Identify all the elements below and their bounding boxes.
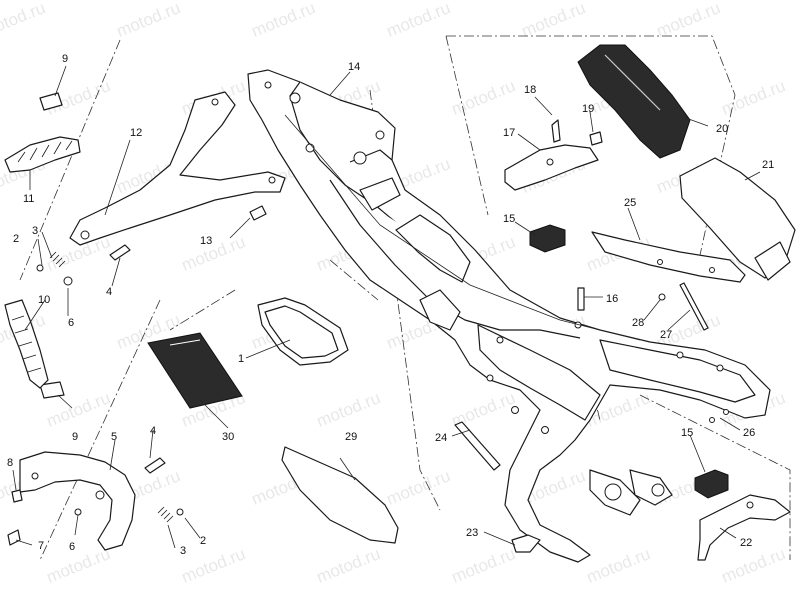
- callout-10: 10: [38, 294, 50, 306]
- callout-15: 15: [681, 427, 693, 439]
- warning-label: [147, 332, 243, 409]
- callout-19: 19: [582, 103, 594, 115]
- grommet-15-lower: [694, 469, 729, 499]
- callout-labels: 1 2 2 3 3 4 4 5 6 6 7 8 9 9 10 11 12 13 …: [7, 53, 774, 557]
- callout-7: 7: [38, 540, 44, 552]
- footpeg-lower: [4, 299, 49, 389]
- springs-pins-screws: [7, 205, 267, 546]
- callout-15: 15: [503, 213, 515, 225]
- bolts: [454, 282, 709, 553]
- leader-lines: [12, 65, 761, 549]
- callout-18: 18: [524, 84, 536, 96]
- footpeg-upper: [4, 136, 81, 173]
- footpeg-bracket-left: [69, 91, 286, 246]
- callout-6: 6: [69, 541, 75, 553]
- callout-17: 17: [503, 127, 515, 139]
- grommet-15-upper: [529, 224, 566, 253]
- callout-28: 28: [632, 317, 644, 329]
- callout-9: 9: [72, 431, 78, 443]
- callout-21: 21: [762, 159, 774, 171]
- callout-8: 8: [7, 457, 13, 469]
- callout-23: 23: [466, 527, 478, 539]
- callout-3: 3: [32, 225, 38, 237]
- cover-panel: [281, 446, 399, 544]
- callout-4: 4: [106, 286, 112, 298]
- plate-bracket: [591, 231, 746, 283]
- callout-2: 2: [200, 535, 206, 547]
- callout-4: 4: [150, 425, 156, 437]
- callout-2: 2: [13, 233, 19, 245]
- bracket-clip-9: [39, 92, 65, 399]
- callout-1: 1: [238, 353, 244, 365]
- callout-26: 26: [743, 427, 755, 439]
- callout-3: 3: [180, 545, 186, 557]
- callout-13: 13: [200, 235, 212, 247]
- callout-25: 25: [624, 197, 636, 209]
- callout-30: 30: [222, 431, 234, 443]
- tail-light: [577, 44, 691, 159]
- mounting-bracket-17: [504, 119, 603, 191]
- rubber-pad: [257, 297, 349, 366]
- callout-5: 5: [111, 431, 117, 443]
- nuts-26: [709, 409, 729, 423]
- callout-24: 24: [435, 432, 447, 444]
- footpeg-bracket-lower: [19, 451, 136, 551]
- callout-20: 20: [716, 123, 728, 135]
- callout-6: 6: [68, 317, 74, 329]
- callout-14: 14: [348, 61, 360, 73]
- callout-9: 9: [62, 53, 68, 65]
- callout-16: 16: [606, 293, 618, 305]
- electronic-box: [679, 157, 796, 281]
- mounting-bracket-22: [697, 494, 791, 561]
- callout-22: 22: [740, 537, 752, 549]
- callout-12: 12: [130, 127, 142, 139]
- callout-29: 29: [345, 431, 357, 443]
- callout-11: 11: [23, 193, 34, 205]
- rear-subframe: [247, 69, 771, 563]
- callout-27: 27: [660, 329, 672, 341]
